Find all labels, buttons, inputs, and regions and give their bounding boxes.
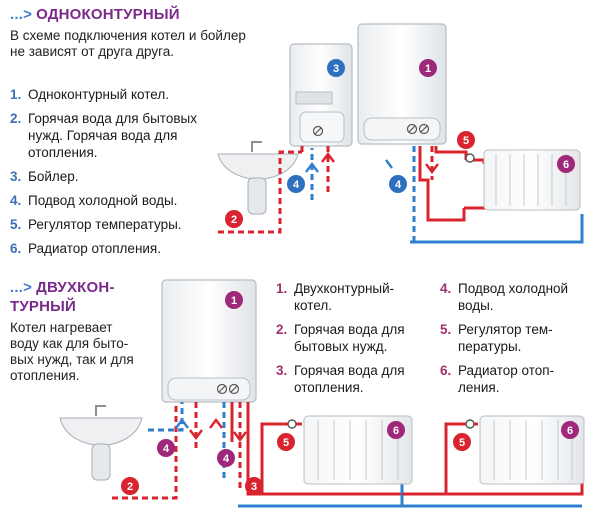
legend-text: пературы.	[458, 339, 522, 354]
legend-item: 6. Радиатор отоп-ления.	[440, 362, 590, 396]
legend-text: воды.	[458, 298, 494, 313]
legend-item: 4. Подвод холодной воды.	[440, 280, 590, 314]
legend-item: 5. Регулятор тем-пературы.	[440, 321, 590, 355]
legend-text: Радиатор отоп-	[458, 363, 555, 378]
legend-text: Регулятор температуры.	[28, 217, 182, 232]
intro-line: отопления.	[10, 368, 80, 383]
legend-number: 1.	[10, 87, 22, 102]
badge-top-tank: 3	[333, 63, 339, 75]
badge-top-boiler: 1	[425, 63, 431, 75]
badge-bottom-cold1: 4	[163, 443, 170, 455]
legend-text: Регулятор тем-	[458, 322, 553, 337]
legend-item: 1. Одноконтурный котел.	[10, 86, 220, 103]
legend-text: Бойлер.	[28, 169, 79, 184]
badge-bottom-hot: 2	[127, 481, 133, 493]
legend-text: отопления.	[294, 380, 364, 395]
badge-top-hot: 2	[231, 214, 237, 226]
legend-number: 6.	[440, 363, 452, 378]
boiler-1-top	[357, 23, 447, 145]
legend-number: 4.	[10, 193, 22, 208]
radiator-6-bottom-right	[479, 415, 585, 485]
badge-bottom-rad1: 6	[393, 425, 399, 437]
legend-item: 1. Двухконтурный-котел.	[276, 280, 426, 314]
badge-top-reg: 5	[463, 135, 469, 147]
legend-number: 6.	[10, 241, 22, 256]
badge-bottom-boiler: 1	[231, 295, 237, 307]
legend-text: Подвод холодной	[458, 281, 569, 296]
badges: 3 1 2 4 4 5 6 1 2 3 4 4 5 5 6 6	[121, 59, 579, 495]
legend-item: 2. Горячая вода для бытовых нужд. Горячая …	[10, 110, 220, 161]
top-arrows	[305, 152, 439, 174]
legend-text: Горячая вода для	[294, 363, 405, 378]
badge-bottom-reg1: 5	[283, 437, 289, 449]
legend-text: нужд. Горячая вода для	[28, 128, 178, 143]
legend-number: 4.	[440, 281, 452, 296]
intro-line: Котел нагревает	[10, 320, 113, 335]
legend-text: Горячая вода для бытовых	[28, 111, 197, 126]
regulator-bottom-left	[287, 419, 297, 429]
badge-bottom-heat: 3	[251, 481, 257, 493]
legend-text: ления.	[458, 380, 500, 395]
bottom-legend-col1: 1. Двухконтурный-котел. 2. Горячая вода для…	[276, 280, 426, 403]
bottom-legend-col2: 4. Подвод холодной воды. 5. Регулятор тем-пе…	[440, 280, 590, 403]
legend-item: 3. Горячая вода для отопления.	[276, 362, 426, 396]
legend-item: 4. Подвод холодной воды.	[10, 192, 220, 209]
legend-number: 3.	[276, 363, 288, 378]
bottom-arrows	[175, 418, 247, 442]
sink-top	[217, 141, 299, 215]
intro-line: вых нужд, так и для	[10, 352, 134, 367]
legend-text: Подвод холодной воды.	[28, 193, 178, 208]
top-legend-list: 1. Одноконтурный котел. 2. Горячая вода для…	[10, 86, 220, 264]
legend-number: 5.	[10, 217, 22, 232]
bottom-title: ...>ДВУХКОН- ТУРНЫЙ	[10, 279, 115, 315]
legend-number: 1.	[276, 281, 288, 296]
legend-text: Радиатор отопления.	[28, 241, 161, 256]
badge-top-rad: 6	[563, 159, 569, 171]
boiler-1-bottom	[161, 279, 257, 403]
badge-bottom-reg2: 5	[459, 437, 465, 449]
badge-bottom-cold2: 4	[223, 453, 230, 465]
legend-number: 2.	[276, 322, 288, 337]
regulator-bottom-right	[465, 419, 475, 429]
legend-text: Горячая вода для	[294, 322, 405, 337]
legend-item: 2. Горячая вода для бытовых нужд.	[276, 321, 426, 355]
badge-top-cold2: 4	[395, 179, 402, 191]
title-arrow-icon: ...>	[10, 279, 33, 296]
regulator-top	[465, 153, 475, 163]
legend-item: 3. Бойлер.	[10, 168, 220, 185]
legend-number: 3.	[10, 169, 22, 184]
badge-bottom-rad2: 6	[567, 425, 573, 437]
top-intro: В схеме подключения котел и бойлер не за…	[10, 28, 246, 59]
legend-text: отопления.	[28, 145, 98, 160]
radiator-6-top	[483, 149, 581, 211]
title-arrow-icon: ...>	[10, 6, 33, 23]
legend-text: котел.	[294, 298, 332, 313]
legend-item: 6. Радиатор отопления.	[10, 240, 220, 257]
top-title: ...>ОДНОКОНТУРНЫЙ	[10, 6, 180, 23]
sink-bottom	[59, 405, 143, 481]
intro-line: воду как для быто-	[10, 336, 129, 351]
legend-item: 5. Регулятор температуры.	[10, 216, 220, 233]
legend-text: Одноконтурный котел.	[28, 87, 169, 102]
legend-text: бытовых нужд.	[294, 339, 388, 354]
legend-number: 5.	[440, 322, 452, 337]
legend-number: 2.	[10, 111, 22, 126]
legend-text: Двухконтурный-	[294, 281, 395, 296]
badge-top-cold1: 4	[293, 179, 300, 191]
